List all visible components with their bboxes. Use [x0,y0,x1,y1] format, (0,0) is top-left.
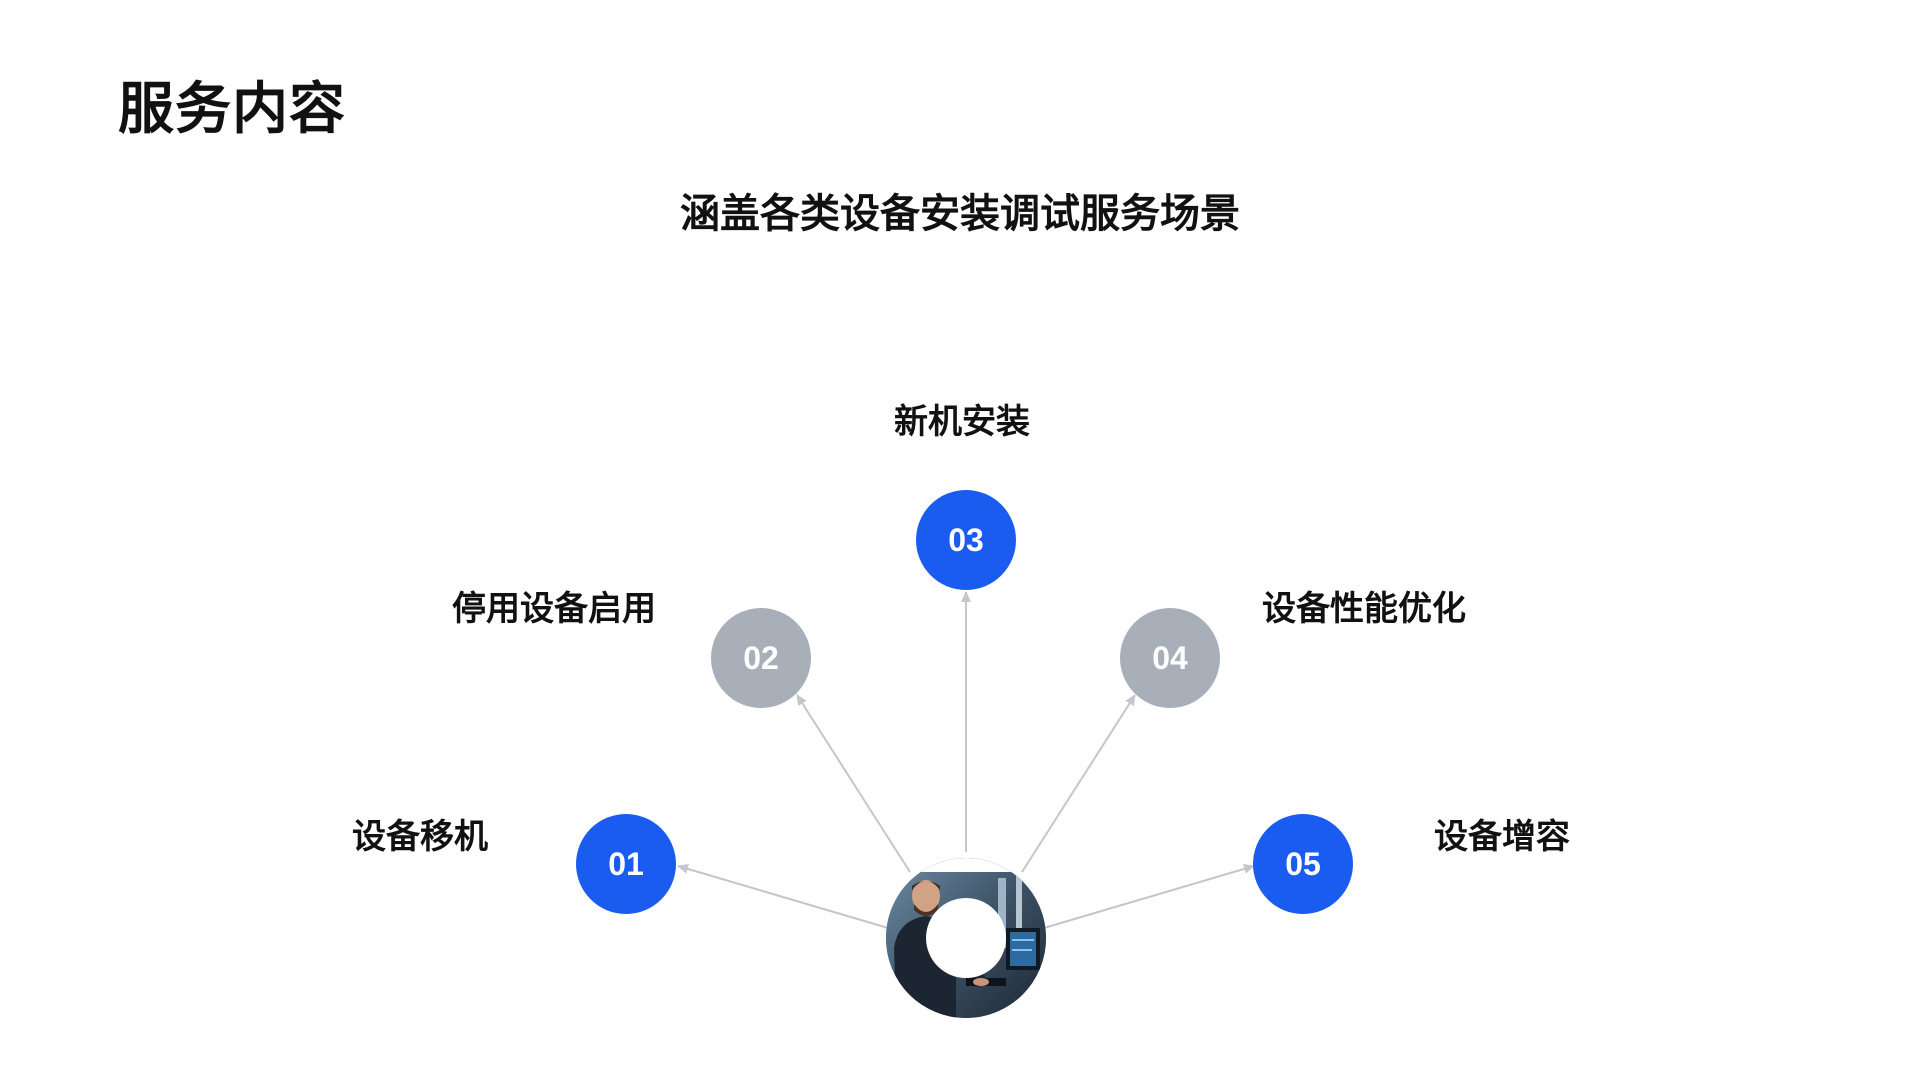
page-subtitle: 涵盖各类设备安装调试服务场景 [680,191,1240,237]
arrow-to-04 [1021,694,1136,873]
arrow-to-02 [796,694,911,873]
arrow-to-05 [1043,864,1255,929]
node-03: 03 [916,490,1016,590]
hub-technician-photo [886,858,1046,1018]
node-05: 05 [1253,814,1353,914]
item-label-01: 设备移机 [352,817,488,857]
node-01: 01 [576,814,676,914]
page-title: 服务内容 [118,77,346,142]
node-02: 02 [711,608,811,708]
item-label-04: 设备性能优化 [1262,589,1466,629]
item-label-05: 设备增容 [1434,817,1570,857]
hub-center-hole [926,898,1006,978]
item-label-03: 新机安装 [894,402,1030,442]
arrow-to-01 [677,864,889,929]
item-label-02: 停用设备启用 [452,589,656,629]
node-04: 04 [1120,608,1220,708]
